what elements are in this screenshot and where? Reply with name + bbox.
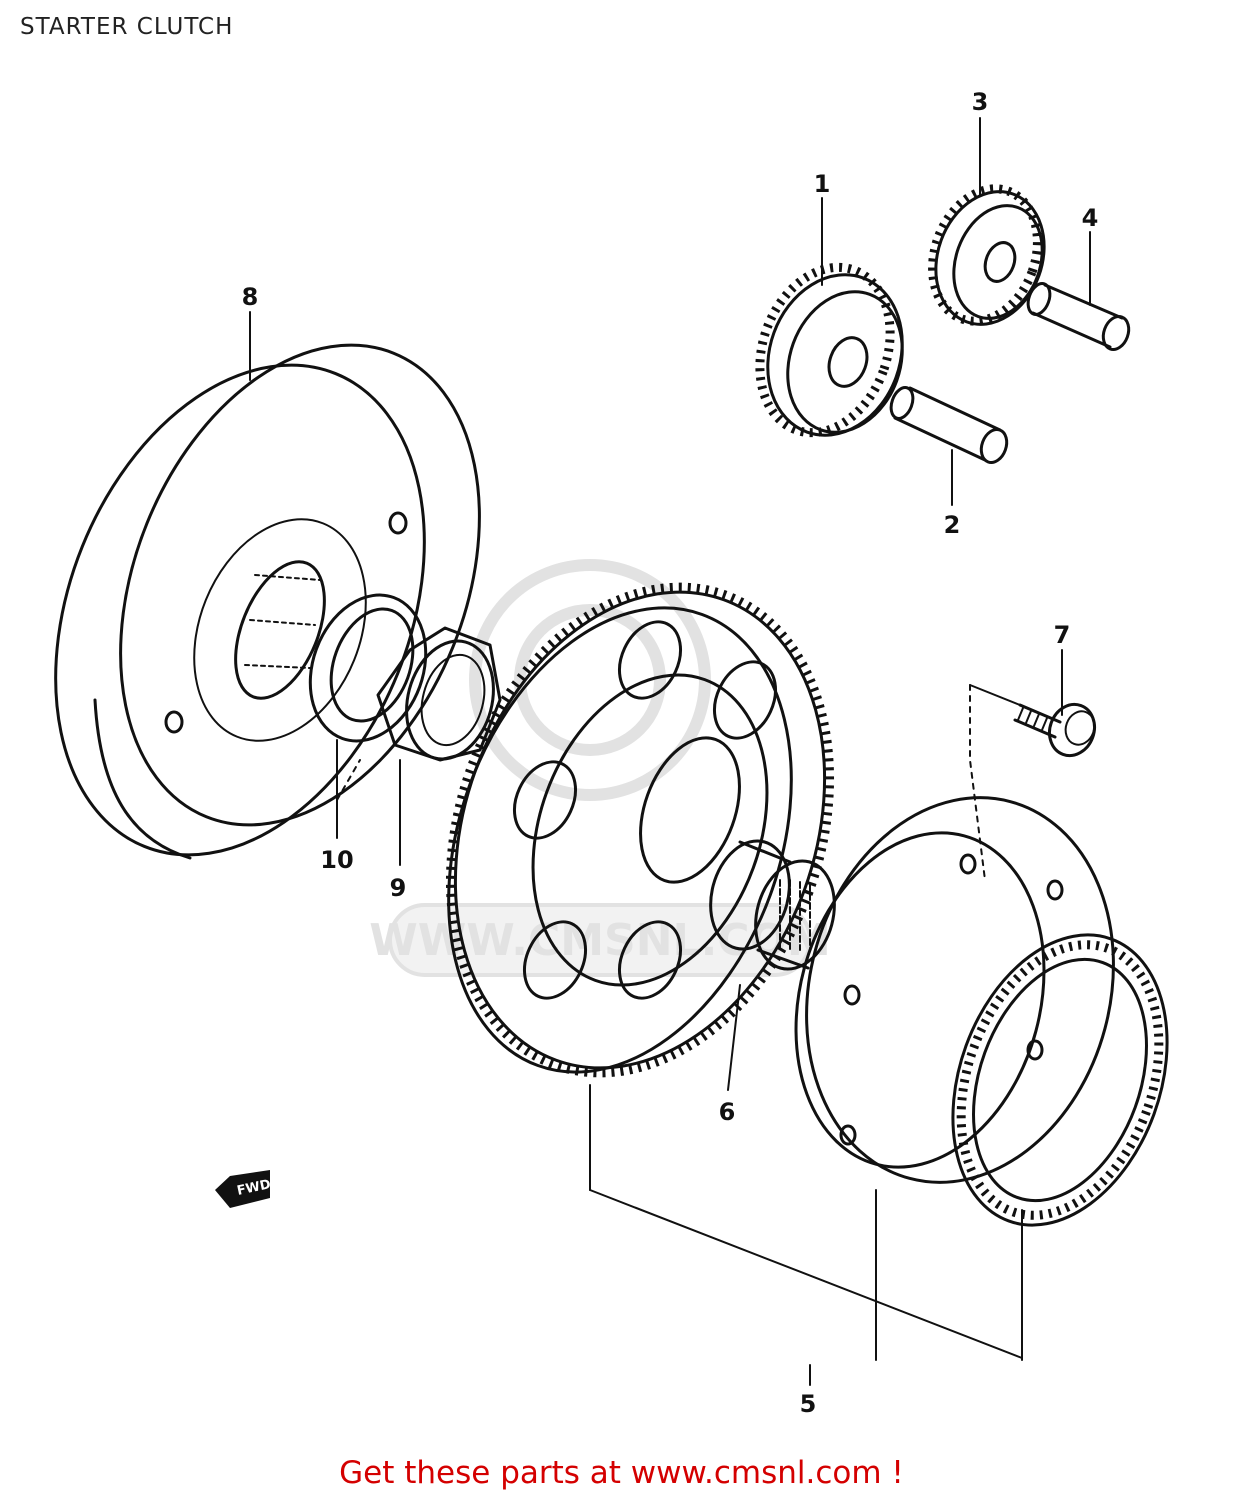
part-3-idle-gear <box>928 184 1046 326</box>
part-5-clutch-housing <box>794 796 1169 1227</box>
callout-2: 2 <box>944 511 961 539</box>
callout-3: 3 <box>972 88 989 116</box>
fwd-arrow-icon: FWD <box>215 1170 272 1208</box>
watermark-text: WWW.CMSNL.COM <box>369 915 831 966</box>
watermark-logo: WWW.CMSNL.COM <box>369 559 831 977</box>
part-1-idle-gear <box>755 262 904 438</box>
callout-10: 10 <box>320 846 353 874</box>
callout-1: 1 <box>814 170 831 198</box>
part-10-washer <box>308 593 428 743</box>
fwd-label: FWD <box>236 1177 273 1199</box>
callout-7: 7 <box>1054 621 1071 649</box>
part-7-bolt <box>1013 702 1097 758</box>
diagram-title: STARTER CLUTCH <box>20 14 234 40</box>
callout-6: 6 <box>719 1098 736 1126</box>
part-4-shaft <box>1026 282 1131 351</box>
part-6-needle-bearing <box>709 839 836 971</box>
callout-9: 9 <box>390 874 407 902</box>
callout-labels: 1 2 3 4 5 6 7 8 9 10 <box>242 88 1099 1418</box>
part-9-nut <box>376 626 502 762</box>
leader-lines <box>249 117 1091 1386</box>
part-5-starter-gear <box>445 582 835 1078</box>
callout-4: 4 <box>1082 204 1099 232</box>
callout-5: 5 <box>800 1390 817 1418</box>
parts-shop-link[interactable]: Get these parts at www.cmsnl.com ! <box>339 1455 904 1491</box>
part-2-shaft <box>889 386 1009 464</box>
callout-8: 8 <box>242 283 259 311</box>
part-8-rotor <box>54 343 481 860</box>
